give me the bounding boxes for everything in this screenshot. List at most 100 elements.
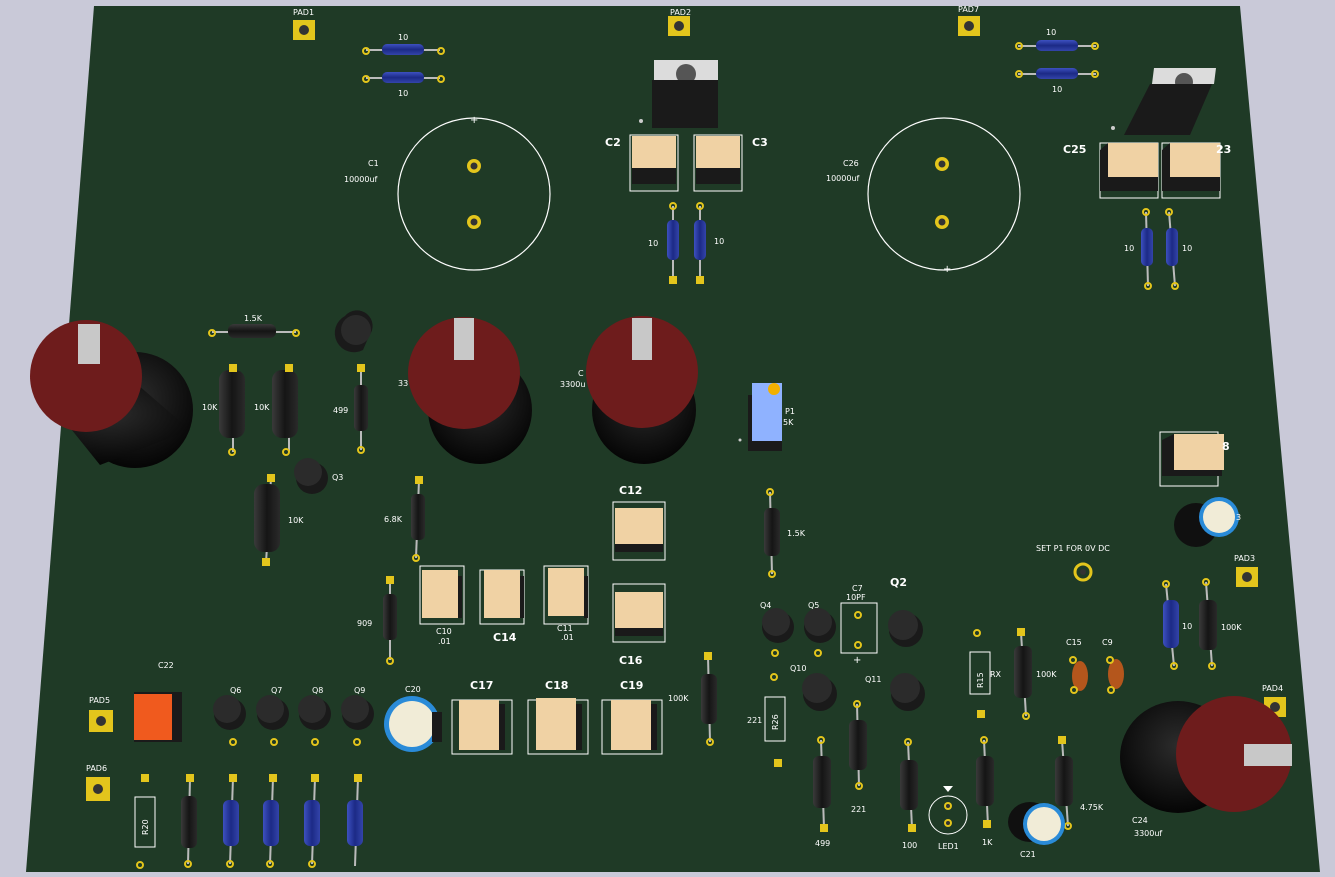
svg-text:+: + xyxy=(853,655,861,666)
transistor-q1 xyxy=(334,310,373,353)
svg-text:C21: C21 xyxy=(1020,850,1036,859)
svg-text:C20: C20 xyxy=(405,685,421,694)
svg-text:23: 23 xyxy=(1216,143,1231,156)
electrolytic-c-left-33: 33 xyxy=(398,317,532,464)
svg-text:.01: .01 xyxy=(561,633,574,642)
capacitor-c8: 8 xyxy=(1159,431,1230,487)
svg-text:100K: 100K xyxy=(668,694,689,703)
pad-pad6[interactable]: PAD6 xyxy=(86,764,110,801)
svg-text:C3: C3 xyxy=(752,136,768,149)
resistor-bank-blue-4 xyxy=(347,774,363,867)
resistor-top-left-2: 10 xyxy=(362,72,445,98)
electrolytic-c-mid-3300: C 3300u xyxy=(560,316,698,464)
capacitor-c3: C3 xyxy=(693,134,768,192)
svg-text:+: + xyxy=(470,115,478,126)
svg-text:C24: C24 xyxy=(1132,816,1148,825)
svg-text:Q9: Q9 xyxy=(354,686,365,695)
resistor-1-5k-top: 1.5K xyxy=(208,314,300,338)
svg-text:Q2: Q2 xyxy=(890,576,907,589)
resistor-center-pair-right: 10 xyxy=(694,202,724,284)
svg-text:R20: R20 xyxy=(141,819,150,835)
transistor-q4: Q4 xyxy=(760,601,794,657)
svg-text:10: 10 xyxy=(1052,85,1062,94)
svg-text:C14: C14 xyxy=(493,631,517,644)
pad-pad2[interactable]: PAD2 xyxy=(668,8,691,36)
capacitor-c23: 23 xyxy=(1161,142,1231,199)
svg-text:Q3: Q3 xyxy=(332,473,343,482)
resistor-1k-bottom: 1K xyxy=(976,736,994,847)
svg-text:3300uf: 3300uf xyxy=(1134,829,1162,838)
svg-text:10000uf: 10000uf xyxy=(344,175,378,184)
transistor-q10: Q10 xyxy=(790,664,837,711)
trimmer-p1[interactable]: P1 5K xyxy=(738,383,795,451)
svg-text:10K: 10K xyxy=(288,516,304,525)
resistor-bank-black xyxy=(181,774,197,868)
svg-text:C16: C16 xyxy=(619,654,643,667)
regulator-right xyxy=(1111,68,1216,135)
test-point-set-p1[interactable]: SET P1 FOR 0V DC xyxy=(1036,544,1110,582)
svg-text:10: 10 xyxy=(1046,28,1056,37)
svg-text:1.5K: 1.5K xyxy=(787,529,806,538)
svg-text:1K: 1K xyxy=(982,838,993,847)
svg-text:10: 10 xyxy=(1182,244,1192,253)
svg-text:LED1: LED1 xyxy=(938,842,959,851)
resistor-499-left: 499 xyxy=(333,364,368,454)
capacitor-c7: + C7 10PF xyxy=(840,584,878,666)
svg-text:Q7: Q7 xyxy=(271,686,282,695)
svg-text:PAD3: PAD3 xyxy=(1234,554,1255,563)
svg-text:4.75K: 4.75K xyxy=(1080,803,1104,812)
transistor-q6: Q6 xyxy=(213,686,246,746)
resistor-top-right-1: 10 xyxy=(1015,28,1099,51)
resistor-bank-blue-3 xyxy=(304,774,320,868)
svg-text:Q10: Q10 xyxy=(790,664,806,673)
resistor-4-75k: 4.75K xyxy=(1055,736,1104,830)
svg-text:3300u: 3300u xyxy=(560,380,585,389)
capacitor-c22: C22 xyxy=(134,661,182,742)
svg-text:10: 10 xyxy=(1124,244,1134,253)
svg-text:Q6: Q6 xyxy=(230,686,241,695)
led-led1: LED1 xyxy=(928,786,968,851)
svg-text:PAD7: PAD7 xyxy=(958,5,979,14)
svg-text:C: C xyxy=(578,369,584,378)
svg-text:10K: 10K xyxy=(202,403,218,412)
svg-text:10K: 10K xyxy=(254,403,270,412)
svg-text:Q8: Q8 xyxy=(312,686,323,695)
resistor-6-8k: 6.8K xyxy=(384,476,425,562)
pad-pad1[interactable]: PAD1 xyxy=(293,8,315,40)
svg-text:C7: C7 xyxy=(852,584,863,593)
capacitor-c10: C10 .01 xyxy=(419,565,465,646)
svg-text:SET P1 FOR 0V DC: SET P1 FOR 0V DC xyxy=(1036,544,1110,553)
resistor-right-pair-left: 10 xyxy=(1124,208,1153,290)
svg-text:6.8K: 6.8K xyxy=(384,515,403,524)
svg-text:PAD6: PAD6 xyxy=(86,764,107,773)
svg-text:909: 909 xyxy=(357,619,372,628)
svg-text:PAD4: PAD4 xyxy=(1262,684,1283,693)
svg-text:100K: 100K xyxy=(1221,623,1242,632)
svg-text:.01: .01 xyxy=(438,637,451,646)
transistor-q7: Q7 xyxy=(256,686,289,746)
pad-pad5[interactable]: PAD5 xyxy=(89,696,113,732)
svg-text:221: 221 xyxy=(747,716,762,725)
transistor-q8: Q8 xyxy=(298,686,331,746)
svg-text:221: 221 xyxy=(851,805,866,814)
capacitor-c14: C14 xyxy=(479,569,525,644)
svg-text:PAD1: PAD1 xyxy=(293,8,314,17)
svg-text:100K: 100K xyxy=(1036,670,1057,679)
svg-text:P1: P1 xyxy=(785,407,795,416)
capacitor-c17: C17 xyxy=(451,679,513,755)
pad-pad3[interactable]: PAD3 xyxy=(1234,554,1258,587)
svg-text:C22: C22 xyxy=(158,661,174,670)
svg-text:10: 10 xyxy=(714,237,724,246)
svg-text:+: + xyxy=(943,264,951,275)
svg-text:C12: C12 xyxy=(619,484,642,497)
resistor-221-bottom: 221 xyxy=(849,700,867,814)
capacitor-c11: C11 .01 xyxy=(543,565,589,642)
pad-pad7[interactable]: PAD7 xyxy=(958,5,980,36)
svg-text:C26: C26 xyxy=(843,159,859,168)
capacitor-c19: C19 xyxy=(601,679,663,755)
resistor-499-bottom: 499 xyxy=(813,736,831,848)
svg-text:Q11: Q11 xyxy=(865,675,881,684)
svg-text:10000uf: 10000uf xyxy=(826,174,860,183)
resistor-right-pair-right: 10 xyxy=(1165,208,1192,290)
